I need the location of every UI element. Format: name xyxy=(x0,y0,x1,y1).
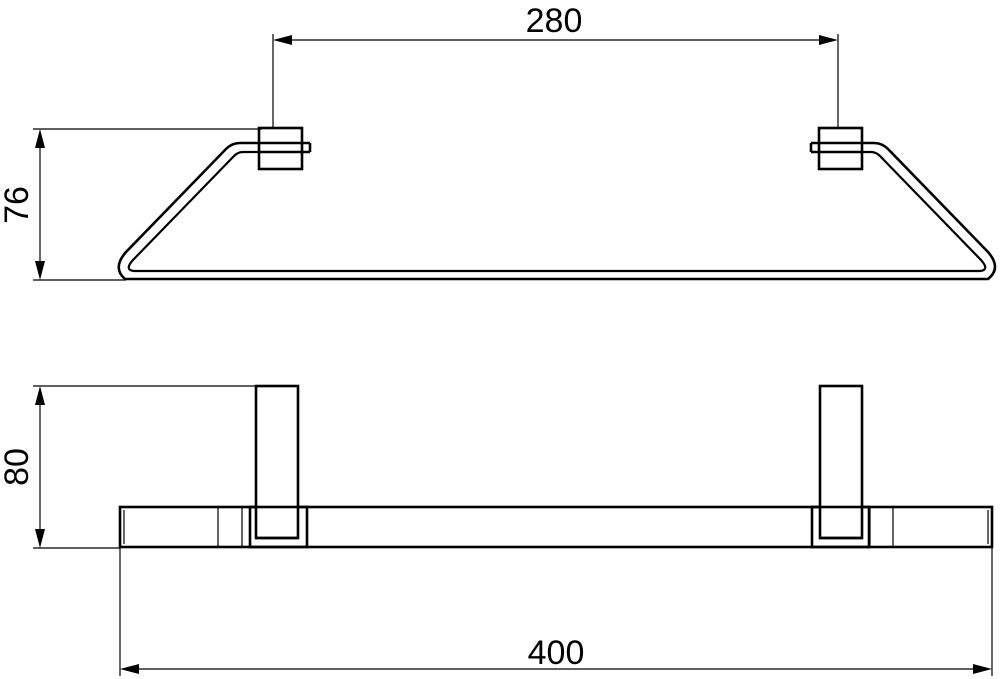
top-view: 280 76 xyxy=(0,2,997,281)
top-view-left-bracket xyxy=(257,126,312,171)
dimension-280-label: 280 xyxy=(526,2,583,40)
dimension-280: 280 xyxy=(272,2,839,128)
dimension-80: 80 xyxy=(0,385,256,549)
top-view-rail-outer xyxy=(117,141,997,281)
dimension-76: 76 xyxy=(0,128,262,281)
top-view-right-bracket xyxy=(809,126,864,171)
front-view-right-post xyxy=(810,384,871,549)
top-view-rail-inner xyxy=(127,150,987,273)
dimension-400-label: 400 xyxy=(528,634,585,672)
front-view-left-post xyxy=(248,384,309,549)
dimension-76-label: 76 xyxy=(0,186,36,224)
front-view: 80 400 xyxy=(0,384,994,676)
dimension-80-label: 80 xyxy=(0,448,36,486)
front-view-bar xyxy=(118,505,994,549)
dimension-400: 400 xyxy=(119,547,993,676)
